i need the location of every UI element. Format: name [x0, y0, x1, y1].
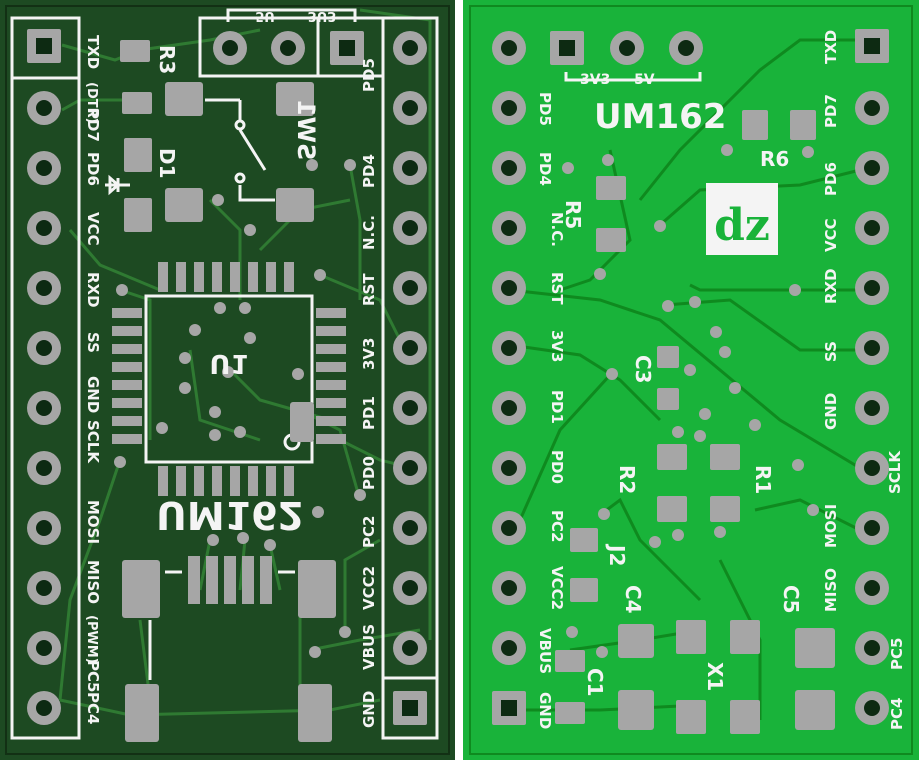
svg-text:RST: RST — [360, 273, 378, 306]
svg-text:N.C.: N.C. — [360, 215, 378, 250]
svg-text:SW1: SW1 — [292, 100, 320, 160]
svg-text:N.C.: N.C. — [548, 212, 566, 247]
svg-text:D1: D1 — [155, 148, 179, 179]
top-right-header — [855, 29, 889, 725]
svg-text:PD0: PD0 — [360, 456, 378, 490]
svg-text:(PWM): (PWM) — [84, 615, 99, 664]
bottom-jumper — [213, 8, 364, 65]
svg-text:PC4: PC4 — [888, 698, 906, 730]
svg-text:C3: C3 — [631, 355, 655, 384]
svg-text:SCLK: SCLK — [886, 450, 904, 494]
svg-text:RXD: RXD — [84, 272, 102, 308]
svg-text:TXD: TXD — [822, 30, 840, 64]
svg-text:(DTR): (DTR) — [84, 82, 99, 124]
svg-text:R1: R1 — [751, 465, 775, 494]
svg-text:C5: C5 — [779, 585, 803, 614]
svg-text:GND: GND — [84, 376, 102, 413]
svg-text:U1: U1 — [209, 348, 248, 378]
d1-symbol — [105, 174, 130, 196]
svg-text:GND: GND — [822, 393, 840, 430]
svg-text:3U3: 3U3 — [308, 8, 337, 23]
svg-text:PD6: PD6 — [822, 162, 840, 196]
svg-text:VBUS: VBUS — [360, 624, 378, 670]
svg-text:R3: R3 — [155, 45, 179, 74]
svg-text:R2: R2 — [615, 465, 639, 494]
top-right-labels: TXD PD7 PD6 VCC RXD SS GND SCLK MOSI MIS… — [822, 30, 906, 730]
svg-text:X1: X1 — [703, 662, 727, 691]
svg-text:VCC: VCC — [822, 218, 840, 252]
dz-logo: dz — [706, 183, 778, 255]
svg-text:R6: R6 — [760, 147, 789, 171]
svg-text:VCC: VCC — [84, 212, 102, 246]
svg-text:J2: J2 — [605, 543, 629, 566]
svg-text:MISO: MISO — [84, 560, 102, 604]
svg-text:3V3 — 5V: 3V3 — 5V — [580, 72, 655, 88]
svg-text:MOSI: MOSI — [84, 500, 102, 544]
svg-text:SCLK: SCLK — [84, 420, 102, 464]
bottom-vias — [114, 149, 366, 658]
bottom-usb — [122, 556, 336, 742]
svg-text:TXD: TXD — [84, 35, 102, 69]
svg-text:SS: SS — [84, 332, 102, 353]
svg-text:PD4: PD4 — [536, 152, 554, 186]
bottom-refs: R3 D1 SW1 U1 UM162 5U 3U3 — [155, 8, 336, 537]
svg-text:PD7: PD7 — [84, 108, 102, 142]
svg-text:UM162: UM162 — [156, 493, 304, 537]
top-jumper — [550, 31, 703, 82]
svg-text:PD1: PD1 — [548, 390, 566, 424]
svg-text:SS: SS — [822, 341, 840, 362]
svg-text:5U: 5U — [255, 8, 275, 23]
svg-text:GND: GND — [360, 691, 378, 728]
sw1-symbol — [205, 98, 275, 202]
svg-text:PD6: PD6 — [84, 152, 102, 186]
top-vias — [562, 144, 819, 658]
svg-text:dz: dz — [714, 200, 770, 251]
bottom-left-labels: TXD (DTR) PD7 PD6 VCC RXD SS GND SCLK MO… — [84, 35, 102, 724]
svg-text:PD4: PD4 — [360, 154, 378, 188]
top-left-labels: PD5 PD4 N.C. RST 3V3 PD1 PD0 PC2 VCC2 VB… — [536, 92, 566, 729]
svg-text:VBUS: VBUS — [536, 628, 554, 674]
svg-text:PD0: PD0 — [548, 450, 566, 484]
svg-text:MISO: MISO — [822, 568, 840, 612]
svg-text:VCC2: VCC2 — [360, 566, 378, 610]
svg-text:PC5: PC5 — [84, 660, 102, 692]
svg-text:RXD: RXD — [822, 268, 840, 304]
top-left-header — [492, 31, 526, 725]
bottom-board — [0, 0, 455, 760]
bottom-right-header — [393, 31, 427, 725]
top-refs: UM162 3V3 — 5V R6 R5 C3 R2 R1 J2 C4 C5 C… — [561, 72, 803, 697]
svg-text:UM162: UM162 — [594, 97, 726, 137]
svg-text:PD5: PD5 — [360, 58, 378, 92]
svg-text:RST: RST — [548, 272, 566, 305]
svg-text:PD5: PD5 — [536, 92, 554, 126]
svg-text:PC4: PC4 — [84, 692, 102, 724]
svg-text:C1: C1 — [583, 668, 607, 697]
top-smd — [555, 110, 835, 734]
svg-text:VCC2: VCC2 — [548, 566, 566, 610]
svg-text:MOSI: MOSI — [822, 504, 840, 548]
svg-text:GND: GND — [536, 692, 554, 729]
svg-text:PD1: PD1 — [360, 396, 378, 430]
svg-text:3V3: 3V3 — [548, 330, 566, 362]
bottom-right-labels: PD5 PD4 N.C. RST 3V3 PD1 PD0 PC2 VCC2 VB… — [360, 58, 378, 728]
bottom-left-header — [27, 29, 61, 725]
u1-pins — [112, 262, 346, 496]
svg-text:PC2: PC2 — [548, 510, 566, 542]
svg-text:C4: C4 — [621, 585, 645, 614]
svg-text:PC2: PC2 — [360, 516, 378, 548]
svg-text:R5: R5 — [561, 200, 585, 229]
svg-text:PC5: PC5 — [888, 638, 906, 670]
svg-text:PD7: PD7 — [822, 94, 840, 128]
svg-text:3V3: 3V3 — [360, 338, 378, 370]
